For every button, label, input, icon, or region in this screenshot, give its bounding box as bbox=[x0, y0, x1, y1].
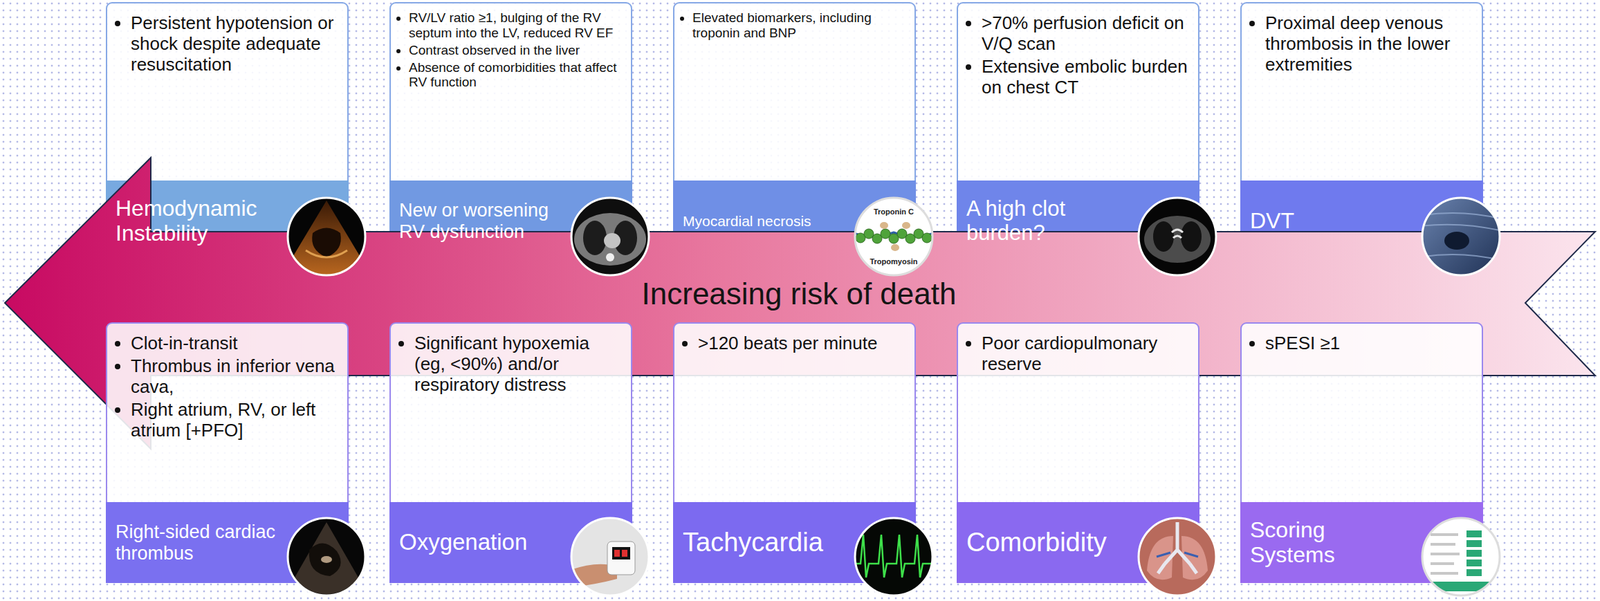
risk-card: >120 beats per minuteTachycardia bbox=[673, 322, 916, 582]
card-title: Hemodynamic Instability bbox=[115, 196, 282, 247]
bullet-text: >120 beats per minute bbox=[697, 333, 907, 355]
bullet-list: >70% perfusion deficit on V/Q scanExtens… bbox=[958, 3, 1199, 99]
bullet-list: Persistent hypotension or shock despite … bbox=[107, 3, 348, 76]
bullet-list: >120 beats per minute bbox=[674, 323, 915, 355]
card-title: Right-sided cardiac thrombus bbox=[115, 521, 282, 564]
bullet-text: sPESI ≥1 bbox=[1265, 333, 1474, 355]
bullet-text: Contrast observed in the liver bbox=[408, 42, 624, 59]
risk-card: Clot-in-transitThrombus in inferior vena… bbox=[105, 322, 349, 582]
risk-card: Persistent hypotension or shock despite … bbox=[105, 2, 349, 261]
card-footer: Scoring Systems bbox=[1240, 502, 1484, 584]
card-title: Comorbidity bbox=[966, 527, 1107, 558]
arrow-label: Increasing risk of death bbox=[556, 276, 1042, 312]
card-footer: Right-sided cardiac thrombus bbox=[105, 502, 349, 584]
bullet-text: Clot-in-transit bbox=[130, 333, 339, 355]
card-title: Scoring Systems bbox=[1249, 518, 1416, 568]
risk-card: Significant hypoxemia (eg, <90%) and/or … bbox=[389, 322, 633, 582]
risk-card: RV/LV ratio ≥1, bulging of the RV septum… bbox=[389, 2, 633, 261]
bullet-text: Poor cardiopulmonary reserve bbox=[981, 333, 1190, 375]
risk-card: sPESI ≥1 Scoring Systems bbox=[1240, 322, 1484, 582]
risk-card: Elevated biomarkers, including troponin … bbox=[673, 2, 916, 261]
card-title: Oxygenation bbox=[399, 529, 528, 556]
card-footer: Comorbidity bbox=[956, 502, 1200, 584]
bullet-list: RV/LV ratio ≥1, bulging of the RV septum… bbox=[390, 3, 631, 90]
risk-card: >70% perfusion deficit on V/Q scanExtens… bbox=[956, 2, 1200, 261]
bullet-text: >70% perfusion deficit on V/Q scan bbox=[981, 13, 1190, 55]
bullet-list: sPESI ≥1 bbox=[1241, 323, 1482, 355]
bullet-list: Significant hypoxemia (eg, <90%) and/or … bbox=[390, 323, 631, 396]
icon-label: Troponin C bbox=[862, 207, 925, 217]
bullet-text: Right atrium, RV, or left atrium [+PFO] bbox=[130, 399, 339, 442]
risk-card: Poor cardiopulmonary reserveComorbidity bbox=[956, 322, 1200, 582]
bullet-list: Elevated biomarkers, including troponin … bbox=[674, 3, 915, 41]
bullet-text: Significant hypoxemia (eg, <90%) and/or … bbox=[414, 333, 623, 396]
icon-label: Tropomyosin bbox=[862, 257, 925, 267]
bullet-text: Thrombus in inferior vena cava, bbox=[130, 356, 339, 398]
card-title: Tachycardia bbox=[682, 527, 824, 558]
bullet-list: Poor cardiopulmonary reserve bbox=[958, 323, 1199, 375]
card-title: New or worsening RV dysfunction bbox=[399, 199, 566, 242]
card-title: A high clot burden? bbox=[966, 197, 1133, 245]
bullet-text: Extensive embolic burden on chest CT bbox=[981, 56, 1190, 99]
bullet-text: Persistent hypotension or shock despite … bbox=[130, 13, 339, 76]
bullet-text: RV/LV ratio ≥1, bulging of the RV septum… bbox=[408, 10, 624, 41]
card-footer: Oxygenation bbox=[389, 502, 633, 584]
bullet-list: Proximal deep venous thrombosis in the l… bbox=[1241, 3, 1482, 76]
bullet-text: Proximal deep venous thrombosis in the l… bbox=[1265, 13, 1474, 76]
card-title: Myocardial necrosis bbox=[682, 213, 812, 230]
risk-card: Proximal deep venous thrombosis in the l… bbox=[1240, 2, 1484, 261]
card-footer: Tachycardia bbox=[673, 502, 916, 584]
bullet-text: Elevated biomarkers, including troponin … bbox=[692, 10, 908, 41]
card-title: DVT bbox=[1249, 208, 1295, 234]
bullet-text: Absence of comorbidities that affect RV … bbox=[408, 60, 624, 91]
bullet-list: Clot-in-transitThrombus in inferior vena… bbox=[107, 323, 348, 441]
